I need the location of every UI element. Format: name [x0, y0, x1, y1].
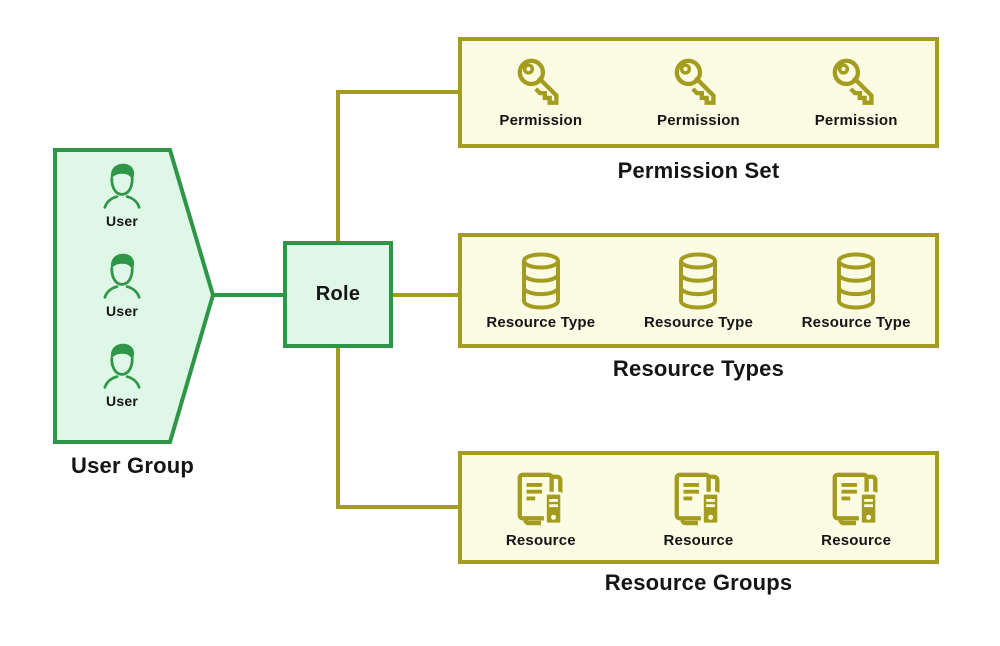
- user-group-shape: [53, 148, 216, 444]
- resource-item: Resource: [664, 467, 734, 549]
- database-icon: [832, 251, 880, 311]
- resource-type-item: Resource Type: [486, 251, 595, 331]
- resource-label: Resource: [663, 531, 734, 549]
- permission-set-title: Permission Set: [617, 158, 780, 183]
- resource-groups-title: Resource Groups: [604, 570, 793, 595]
- resource-type-label: Resource Type: [643, 313, 753, 331]
- user-item: User: [99, 161, 145, 229]
- permission-item: Permission: [499, 57, 582, 129]
- resource-types-title: Resource Types: [612, 356, 785, 381]
- user-item: User: [99, 251, 145, 319]
- connector-role-to-resourcegroups-horizontal: [336, 505, 458, 509]
- resource-server-icon: [513, 467, 569, 529]
- permission-label: Permission: [657, 111, 740, 129]
- user-icon: [99, 341, 145, 391]
- permission-item: Permission: [657, 57, 740, 129]
- user-icon: [99, 251, 145, 301]
- resource-type-label: Resource Type: [801, 313, 911, 331]
- permission-label: Permission: [814, 111, 898, 129]
- resource-item: Resource: [506, 467, 576, 549]
- user-group-members: User User User: [72, 161, 172, 409]
- user-icon: [99, 161, 145, 211]
- resource-label: Resource: [505, 531, 576, 549]
- role-label: Role: [315, 283, 361, 305]
- resource-label: Resource: [821, 531, 892, 549]
- resource-type-item: Resource Type: [802, 251, 911, 331]
- permission-set-box: Permission Permission Permission: [458, 37, 939, 148]
- user-label: User: [106, 213, 138, 229]
- resource-type-label: Resource Type: [486, 313, 596, 331]
- connector-role-to-resourcetypes: [393, 293, 458, 297]
- connector-role-to-resourcegroups-vertical: [336, 346, 340, 509]
- resource-groups-box: Resource Resource Resource: [458, 451, 939, 564]
- resource-server-icon: [828, 467, 884, 529]
- database-icon: [674, 251, 722, 311]
- connector-role-to-permissionset-vertical: [336, 90, 340, 243]
- permission-item: Permission: [815, 57, 898, 129]
- resource-type-item: Resource Type: [644, 251, 753, 331]
- user-label: User: [106, 303, 138, 319]
- key-icon: [672, 57, 724, 109]
- permission-label: Permission: [499, 111, 583, 129]
- key-icon: [830, 57, 882, 109]
- user-group-title: User Group: [70, 453, 195, 478]
- key-icon: [515, 57, 567, 109]
- user-item: User: [99, 341, 145, 409]
- connector-role-to-permissionset-horizontal: [336, 90, 458, 94]
- resource-item: Resource: [821, 467, 891, 549]
- resource-types-box: Resource Type Resource Type Resource Typ…: [458, 233, 939, 348]
- connector-usergroup-to-role: [210, 293, 285, 297]
- resource-server-icon: [670, 467, 726, 529]
- database-icon: [517, 251, 565, 311]
- user-label: User: [106, 393, 138, 409]
- role-box: Role: [283, 241, 393, 348]
